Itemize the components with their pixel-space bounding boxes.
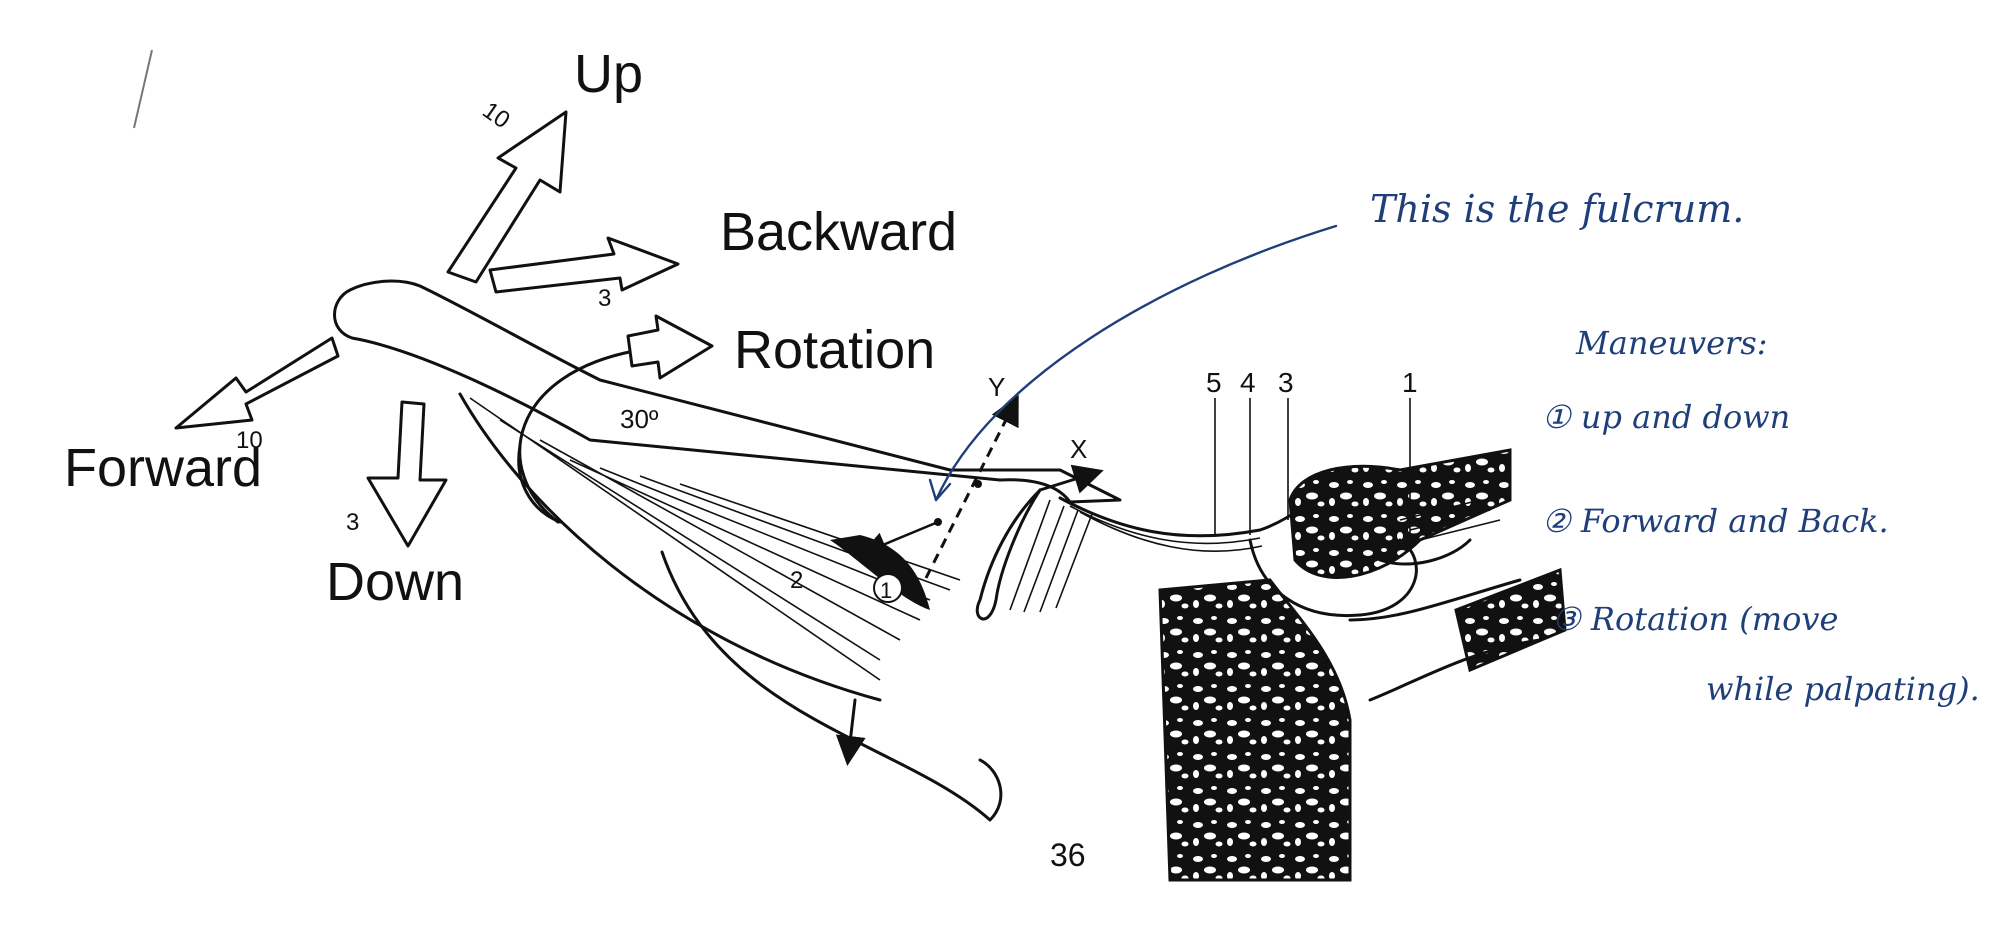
up-arrow (446, 110, 568, 284)
down-arrow (366, 400, 448, 548)
muscle-fibres (469, 397, 961, 681)
structure-1: 1 (1402, 367, 1418, 398)
y-axis-label: Y (988, 372, 1005, 402)
backward-label: Backward (720, 202, 957, 262)
rotation-angle: 30º (620, 404, 659, 434)
maneuver-3-cont: while palpating). (1706, 670, 1980, 708)
bulge-lines (1009, 499, 1093, 613)
label-2: 2 (790, 567, 803, 594)
pivot-dot (934, 518, 942, 526)
maneuver-2: ② Forward and Back. (1542, 502, 1889, 540)
condyle (1288, 448, 1512, 579)
bulge (975, 488, 1042, 621)
pivot-circle (873, 573, 903, 603)
condyle-fibres (1399, 499, 1501, 541)
lower-contour (660, 550, 1003, 822)
stray-mark (133, 49, 153, 129)
up-value: 10 (477, 97, 514, 134)
rotation-label: Rotation (734, 320, 935, 380)
pivot-arrow (861, 520, 939, 556)
x-axis-label: X (1070, 434, 1087, 464)
lower-small-arrow (835, 698, 866, 766)
maneuvers-heading: Maneuvers: (1575, 324, 1768, 362)
y-axis (924, 394, 1019, 579)
fulcrum-note: This is the fulcrum. (1370, 187, 1744, 231)
forward-label: Forward (64, 438, 262, 498)
down-label: Down (326, 552, 464, 612)
axis-dot (974, 480, 982, 488)
x-axis (1039, 464, 1104, 494)
fulcrum-pointer-head (928, 478, 952, 502)
mid-bone-curve (1348, 578, 1522, 622)
bone-section-left (1158, 578, 1352, 882)
fulcrum-pointer (934, 224, 1338, 502)
bone-section-right (1454, 567, 1567, 673)
backward-value: 3 (598, 285, 611, 312)
forward-value: 10 (236, 427, 263, 454)
forward-arrow (174, 336, 340, 430)
lower-bone-curve (1368, 638, 1542, 702)
down-value: 3 (346, 509, 359, 536)
rotation-arrow-tail (517, 444, 562, 524)
disc-inner (1378, 538, 1472, 566)
structure-3: 3 (1278, 367, 1294, 398)
muscle-outline (458, 392, 882, 702)
maneuver-3: ③ Rotation (move (1552, 600, 1838, 638)
label-1: 1 (880, 578, 892, 603)
backward-arrow (488, 236, 680, 294)
page-number: 36 (1050, 837, 1086, 873)
maneuver-1: ① up and down (1542, 398, 1790, 436)
capsule-lines (1069, 505, 1263, 552)
ligament-dark (830, 535, 930, 610)
up-label: Up (574, 44, 643, 104)
rotation-arrow-body (518, 348, 642, 524)
rotation-arrow-head (626, 314, 714, 380)
structure-5: 5 (1206, 367, 1222, 398)
structure-4: 4 (1240, 367, 1256, 398)
